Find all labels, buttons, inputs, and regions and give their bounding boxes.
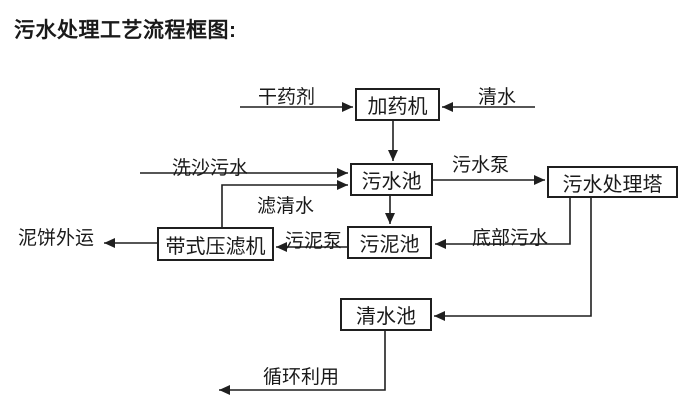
label-sewage-pump: 污水泵: [452, 155, 510, 176]
edge-bottom-sewage-tower-to-sludge-pool: [435, 198, 571, 249]
edge-filtered-water-belt-press-to-sewage-pool: [221, 180, 348, 227]
node-sewage-pool: 污水池: [350, 163, 433, 196]
label-mud-cake-outbound: 泥饼外运: [18, 228, 95, 249]
edge-treatment-tower-to-clear-water-pool: [434, 198, 592, 321]
node-dosing-machine: 加药机: [355, 88, 440, 121]
label-clean-water: 清水: [478, 87, 517, 108]
label-recycle-reuse: 循环利用: [263, 367, 340, 388]
node-sludge-pool: 污泥池: [347, 226, 432, 259]
node-clear-water-pool: 清水池: [340, 298, 432, 331]
label-sludge-pump: 污泥泵: [285, 231, 343, 252]
label-bottom-sewage: 底部污水: [472, 228, 549, 249]
node-treatment-tower: 污水处理塔: [547, 166, 678, 198]
diagram-title: 污水处理工艺流程框图:: [14, 19, 237, 42]
label-filtered-clear-water: 滤清水: [257, 196, 315, 217]
label-dry-chemical: 干药剂: [258, 87, 316, 108]
label-sand-washing-sewage: 洗沙污水: [172, 158, 249, 179]
edge-clear-water-pool-to-recycle: [219, 331, 386, 395]
node-belt-filter-press: 带式压滤机: [157, 227, 274, 261]
